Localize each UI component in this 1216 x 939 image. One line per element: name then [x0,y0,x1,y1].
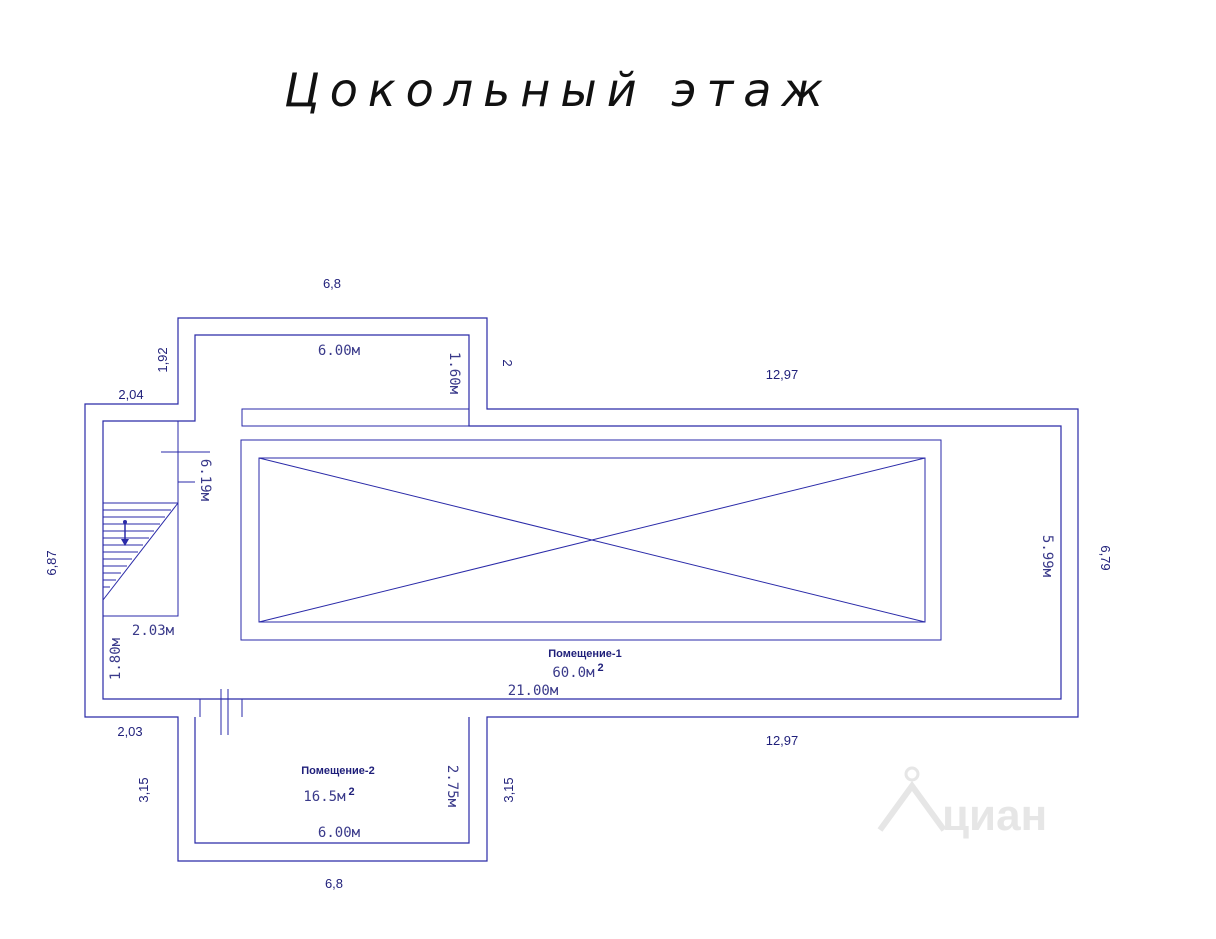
dim-2: 2 [500,359,515,366]
room2-wall [194,717,470,844]
inner-6-00-bottom: 6.00м [318,825,361,841]
dim-3-15-right: 3,15 [501,777,516,802]
inner-wall [102,334,1062,700]
dim-bottom-6-8: 6,8 [325,876,343,891]
dim-2-04: 2,04 [118,387,143,402]
inner-1-80: 1.80м [108,637,124,680]
watermark-text: циан [942,791,1047,840]
room1-name: Помещение-1 [548,648,621,660]
inner-21-00: 21.00м [508,683,559,699]
corridor-line [241,408,469,427]
dim-12-97-bottom: 12,97 [766,733,799,748]
plan-title: Цокольный этаж [284,63,833,117]
inner-6-00-top: 6.00м [318,343,361,359]
outer-wall [84,317,1079,862]
dim-6-79: 6,79 [1098,545,1113,570]
inner-1-60: 1.60м [446,352,462,395]
staircase [102,420,210,617]
inner-2-75: 2.75м [444,765,460,808]
watermark-logo: циан [877,766,1047,840]
dim-3-15-left: 3,15 [136,777,151,802]
dim-1-92: 1,92 [155,347,170,372]
inner-5-99: 5.99м [1039,535,1055,578]
dim-6-87: 6,87 [44,550,59,575]
dim-top-6-8: 6,8 [323,276,341,291]
inner-2-03: 2.03м [132,623,175,639]
inner-6-19: 6.19м [197,459,213,502]
door-symbol [199,689,243,735]
pool [240,439,942,641]
dim-2-03: 2,03 [117,724,142,739]
dim-12-97-top: 12,97 [766,367,799,382]
room2-name: Помещение-2 [301,765,374,777]
